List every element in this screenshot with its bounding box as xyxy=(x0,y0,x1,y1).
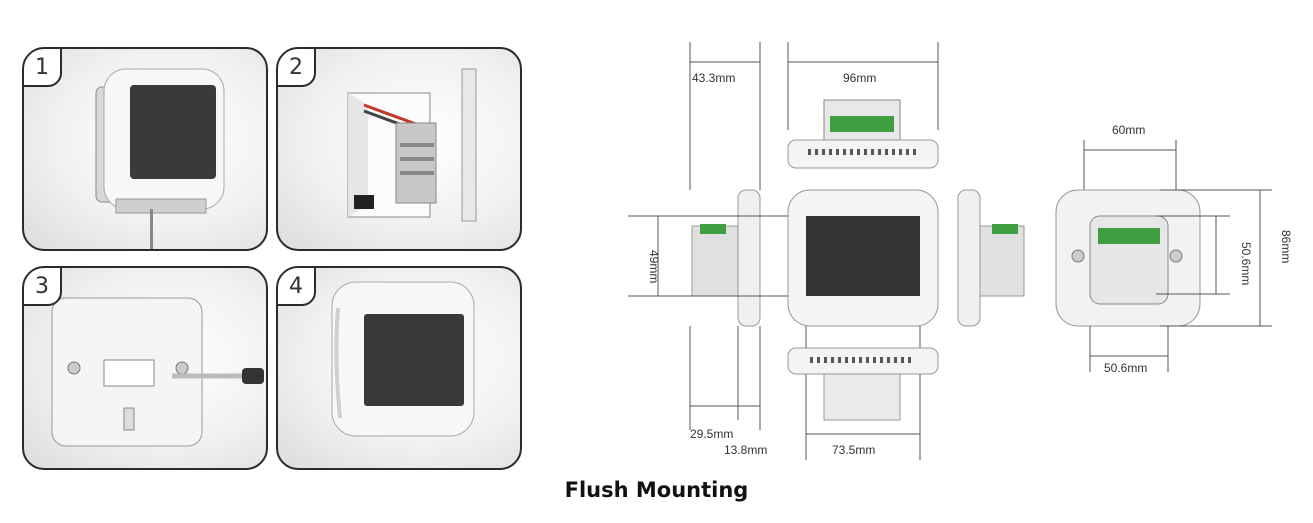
mounted-thermostat-illustration xyxy=(331,281,475,437)
left-side-view: 43.3mm 49mm 29.5mm 13.8mm xyxy=(628,42,790,457)
dim-back-bottom: 50.6mm xyxy=(1104,361,1147,375)
thermostat-side-illustration xyxy=(95,68,225,249)
dim-depth-a: 29.5mm xyxy=(690,427,733,441)
dim-back-total-height: 86mm xyxy=(1279,230,1293,263)
step-panel-1: 1 xyxy=(22,47,268,251)
step-number-badge: 3 xyxy=(24,268,62,306)
wall-box-illustration xyxy=(347,68,477,222)
dim-depth-total: 43.3mm xyxy=(692,71,735,85)
step-panel-3: 3 xyxy=(22,266,268,470)
dim-bottom-width: 73.5mm xyxy=(832,443,875,457)
bottom-view xyxy=(787,347,939,421)
step-panel-4: 4 xyxy=(276,266,522,470)
front-view: 73.5mm xyxy=(787,189,939,460)
footer-title: Flush Mounting xyxy=(564,478,749,502)
step-panel-2: 2 xyxy=(276,47,522,251)
dim-height-left: 49mm xyxy=(647,250,661,283)
step-number-badge: 4 xyxy=(278,268,316,306)
dimension-drawing: 96mm 43.3mm 49mm 29.5mm 13.8mm 73.5mm xyxy=(628,42,1293,460)
top-view: 96mm xyxy=(787,42,939,169)
step-number-badge: 1 xyxy=(24,49,62,87)
back-plate-illustration xyxy=(51,297,264,447)
dim-top-width: 96mm xyxy=(843,71,876,85)
right-side-view xyxy=(957,189,1025,327)
dim-back-inner-height: 50.6mm xyxy=(1239,242,1253,285)
dim-depth-b: 13.8mm xyxy=(724,443,767,457)
back-view: 60mm 50.6mm 86mm 50.6mm xyxy=(1055,123,1293,375)
step-number-badge: 2 xyxy=(278,49,316,87)
dim-back-top: 60mm xyxy=(1112,123,1145,137)
